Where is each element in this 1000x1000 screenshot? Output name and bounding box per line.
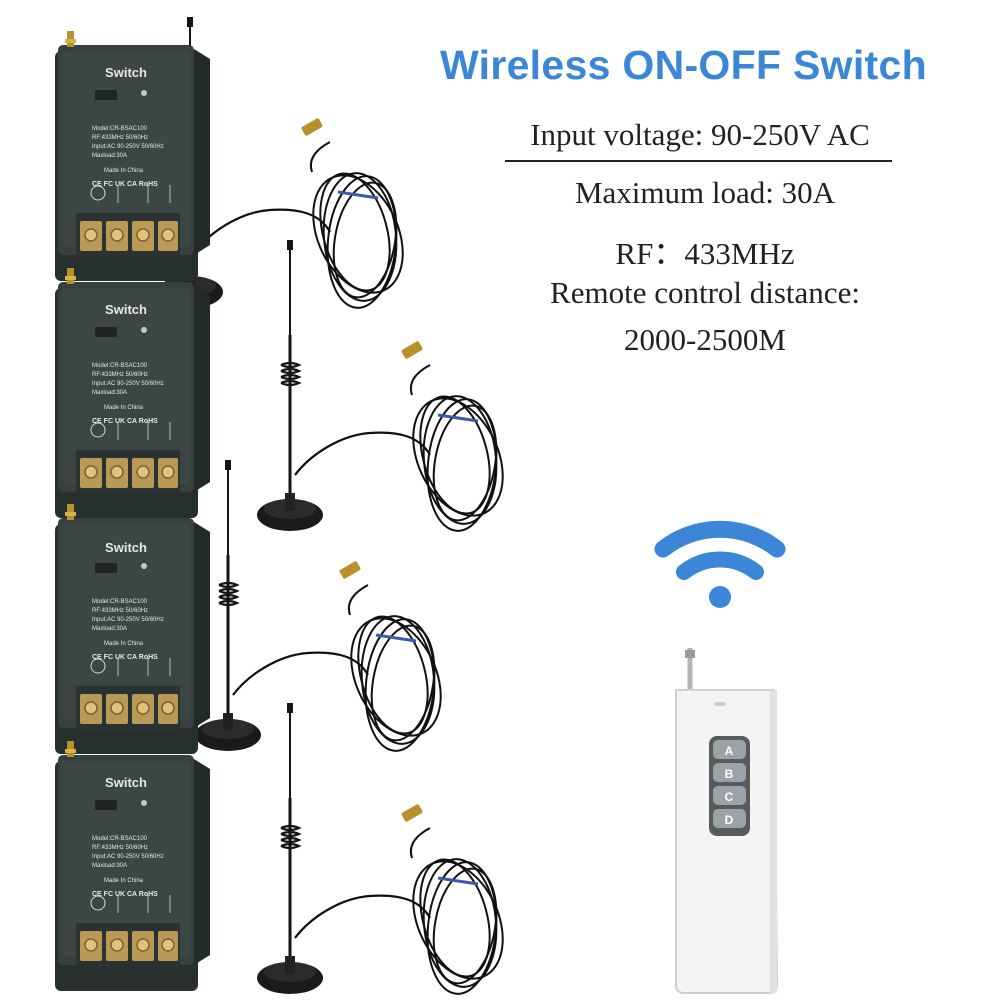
spec-rf: RF：433MHz (615, 236, 795, 271)
remote-button-b-label: B (725, 767, 734, 781)
module-2-model: Model:CR-BSAC100 (92, 363, 148, 369)
module-3-rf: RF:433MHz 50/60Hz (92, 608, 148, 614)
remote-button-b[interactable]: B (713, 763, 746, 782)
module-3-certs: CE FC UK CA RoHS (92, 654, 158, 661)
module-4-model: Model:CR-BSAC100 (92, 836, 148, 842)
module-1-input: Input:AC 90-250V 50/60Hz (92, 144, 164, 150)
module-1-rf: RF:433MHz 50/60Hz (92, 135, 148, 141)
module-1-maxload: Maxload:30A (92, 153, 127, 159)
module-3-made-in: Made In China (104, 641, 144, 647)
module-4-maxload: Maxload:30A (92, 863, 127, 869)
spec-max-load: Maximum load: 30A (574, 175, 836, 210)
module-1-made-in: Made In China (104, 168, 144, 174)
remote-button-a[interactable]: A (713, 740, 746, 759)
spec-underline (505, 160, 892, 162)
module-2-certs: CE FC UK CA RoHS (92, 418, 158, 425)
remote-button-c[interactable]: C (713, 786, 746, 805)
remote-button-c-label: C (725, 790, 734, 804)
module-3-maxload: Maxload:30A (92, 626, 127, 632)
remote-button-d-label: D (725, 813, 734, 827)
module-4-input: Input:AC 90-250V 50/60Hz (92, 854, 164, 860)
module-2-label: Switch (105, 302, 147, 317)
module-2-input: Input:AC 90-250V 50/60Hz (92, 381, 164, 387)
module-2-rf: RF:433MHz 50/60Hz (92, 372, 148, 378)
module-4-label: Switch (105, 775, 147, 790)
module-3-input: Input:AC 90-250V 50/60Hz (92, 617, 164, 623)
module-2-maxload: Maxload:30A (92, 390, 127, 396)
spec-remote-distance-label: Remote control distance: (550, 275, 860, 310)
module-4-rf: RF:433MHz 50/60Hz (92, 845, 148, 851)
module-4-certs: CE FC UK CA RoHS (92, 891, 158, 898)
module-4-made-in: Made In China (104, 878, 144, 884)
spec-remote-distance-value: 2000-2500M (624, 322, 786, 357)
remote-button-d[interactable]: D (713, 809, 746, 828)
module-3-model: Model:CR-BSAC100 (92, 599, 148, 605)
remote-button-a-label: A (725, 744, 734, 758)
module-1-label: Switch (105, 65, 147, 80)
module-2-made-in: Made In China (104, 405, 144, 411)
switch-module-1 (54, 15, 422, 313)
module-1-certs: CE FC UK CA RoHS (92, 181, 158, 188)
module-1-model: Model:CR-BSAC100 (92, 126, 148, 132)
product-title: Wireless ON-OFF Switch (440, 42, 927, 88)
spec-input-voltage: Input voltage: 90-250V AC (530, 117, 870, 152)
module-3-label: Switch (105, 540, 147, 555)
wifi-signal-icon (654, 520, 786, 608)
